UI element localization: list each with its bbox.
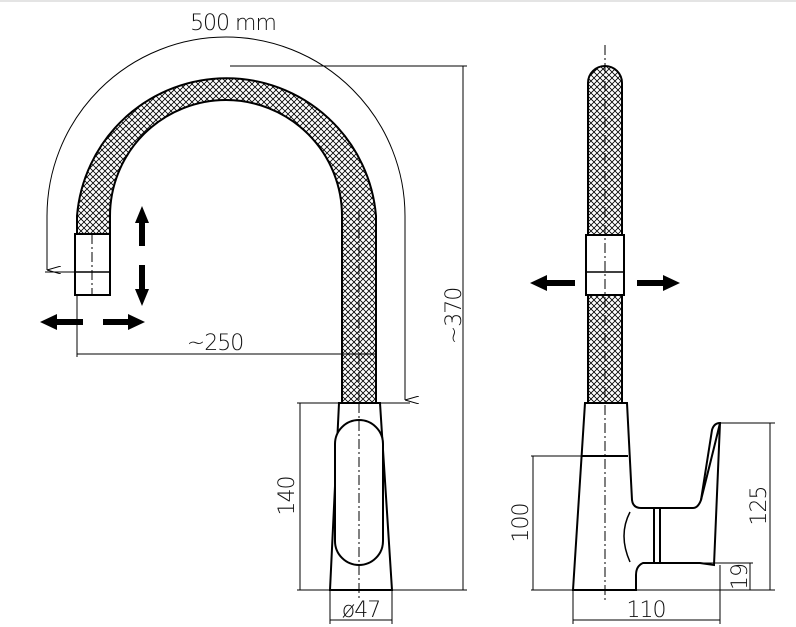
depth-label: 110 <box>627 598 666 623</box>
arrow-down-icon <box>135 265 149 306</box>
side-view: 100 125 19 110 <box>509 45 775 624</box>
base-diameter-label: ø47 <box>342 598 380 623</box>
lever-offset-label: 19 <box>728 564 753 590</box>
arrow-right-icon <box>103 314 145 330</box>
arrow-up-icon <box>135 206 149 246</box>
front-view: 500 mm ~370 ~250 140 ø47 <box>40 11 467 624</box>
body-height-label: 100 <box>509 504 534 543</box>
faucet-base <box>328 402 394 600</box>
arrow-right-icon <box>637 275 680 291</box>
arrow-left-icon <box>530 275 575 291</box>
reach-label: ~250 <box>187 331 243 356</box>
height-label: ~370 <box>442 288 467 344</box>
base-height-label: 140 <box>275 477 300 516</box>
faucet-body-side <box>571 402 722 591</box>
handle-height-label: 125 <box>747 487 772 526</box>
spray-nozzle <box>74 233 111 296</box>
arc-length-label: 500 mm <box>190 11 276 36</box>
